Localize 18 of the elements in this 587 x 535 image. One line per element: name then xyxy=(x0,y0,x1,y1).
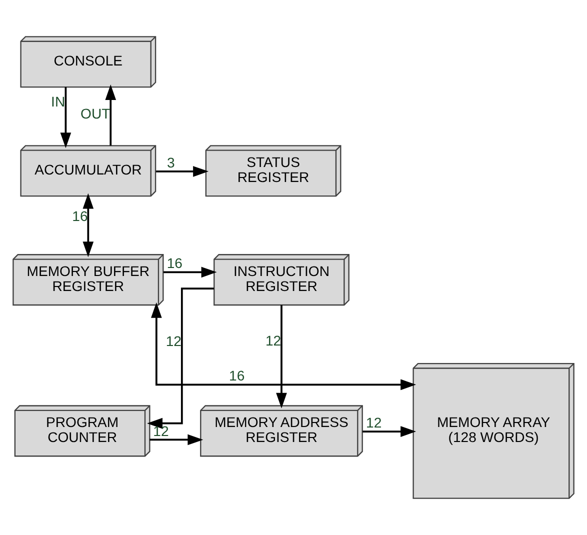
edge-label: 12 xyxy=(166,333,182,350)
arrow xyxy=(105,84,116,146)
edge-label: 12 xyxy=(153,422,169,439)
edge-label: 16 xyxy=(166,255,182,272)
arrow xyxy=(362,426,416,437)
edge-label: 12 xyxy=(366,414,382,431)
edge-label: 12 xyxy=(265,332,282,348)
arrow xyxy=(276,305,287,408)
arrow xyxy=(82,193,94,258)
arrow xyxy=(60,87,72,148)
arrow xyxy=(156,166,209,177)
arrow xyxy=(151,302,416,390)
edge-label: 3 xyxy=(167,154,175,170)
arrow xyxy=(147,288,214,429)
arrow xyxy=(150,434,204,446)
edge-label: IN xyxy=(51,93,66,110)
edge-label: 16 xyxy=(229,368,245,384)
arrow xyxy=(163,266,217,278)
